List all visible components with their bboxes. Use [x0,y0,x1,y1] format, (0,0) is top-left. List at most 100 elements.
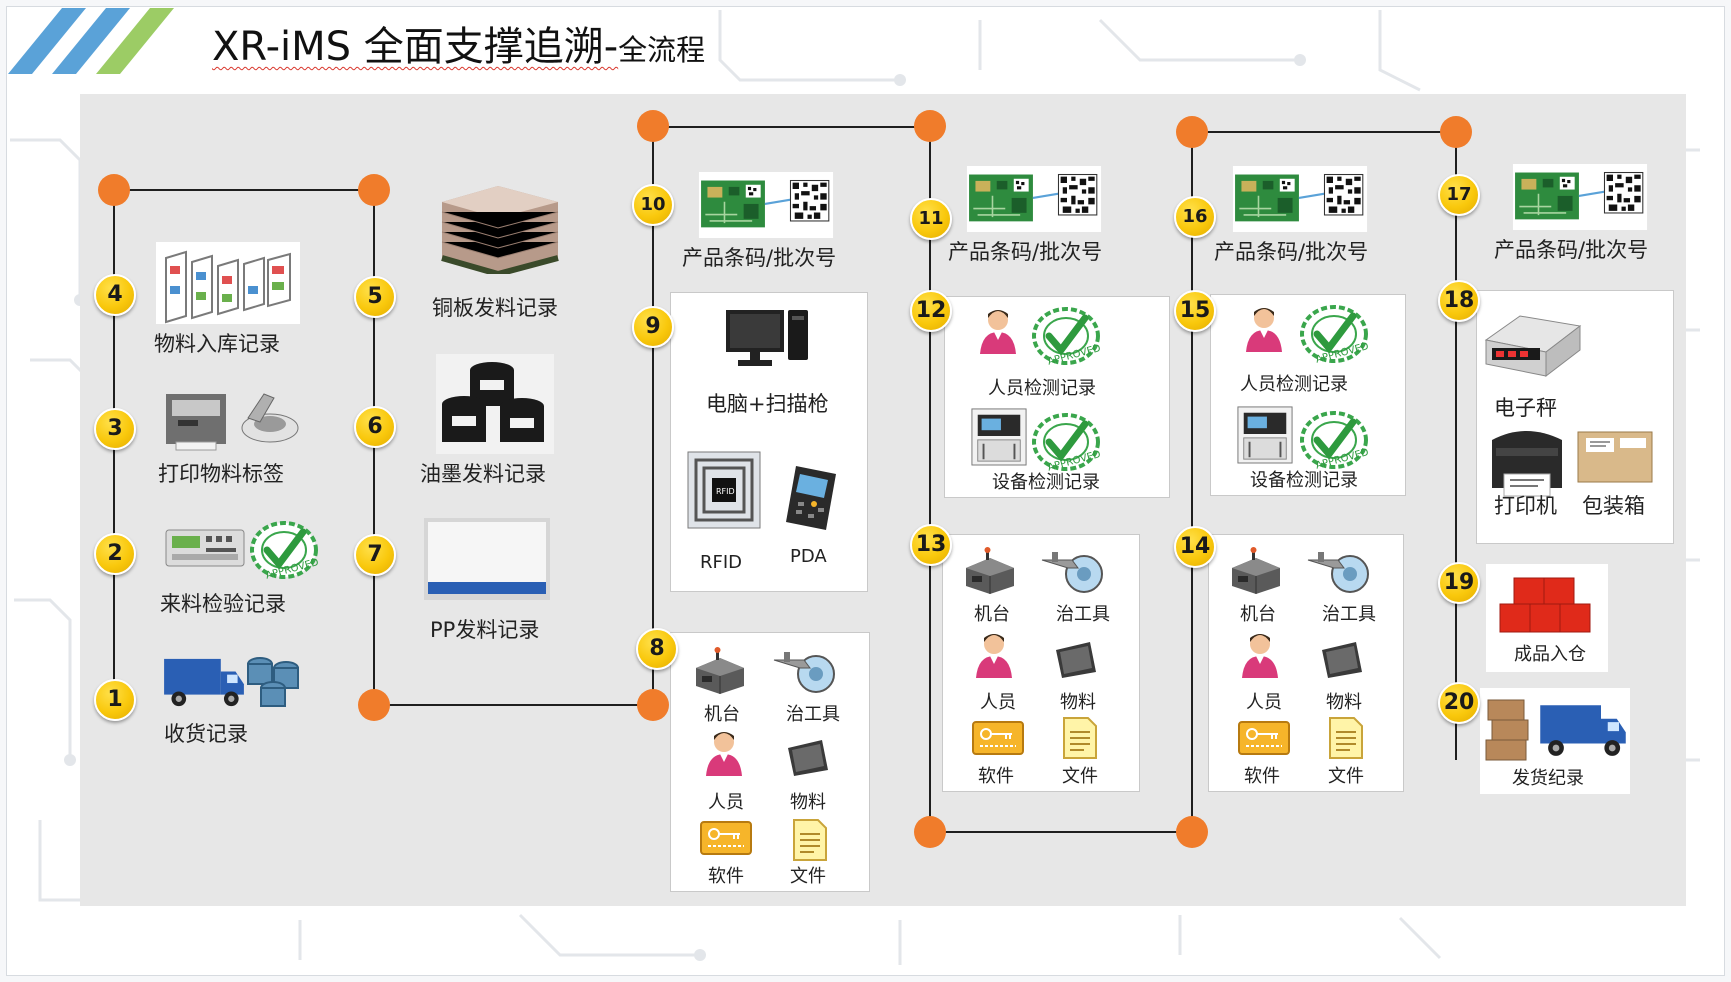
flow-node [637,110,669,142]
printer-label: 打印机 [1494,494,1557,518]
pp-sheet-icon [424,518,550,600]
software-key-icon [700,820,752,856]
ink-cans-icon [436,354,554,454]
step-badge-19: 19 [1438,562,1480,604]
finished-storage-label: 成品入仓 [1514,644,1586,665]
step-badge-3: 3 [94,408,136,450]
step-badge-18: 18 [1438,280,1480,322]
approved-stamp-icon [1298,410,1370,470]
flow-node [358,689,390,721]
step-badge-8: 8 [636,628,678,670]
incoming-inspection-label: 来料检验记录 [160,592,286,616]
document-icon [790,818,830,862]
flow-node [1176,116,1208,148]
step-badge-20: 20 [1438,682,1480,724]
machine-label: 机台 [974,604,1010,625]
machine-icon [1226,546,1286,596]
fixture-label: 治工具 [786,704,840,725]
step-badge-16: 16 [1174,196,1216,238]
approved-stamp-icon [246,520,322,580]
document-label: 文件 [1328,766,1364,787]
pc-scanner-label: 电脑+扫描枪 [706,392,829,416]
machine-label: 机台 [704,704,740,725]
machine-label: 机台 [1240,604,1276,625]
document-label: 文件 [1062,766,1098,787]
title-stripes-decoration [8,8,174,74]
ink-issue-label: 油墨发料记录 [420,462,546,486]
label-printer-icon [166,394,226,451]
person-label: 人员 [980,692,1016,713]
barrels-icon [247,657,299,707]
person-icon [976,306,1020,356]
software-key-icon [1238,720,1290,756]
step-badge-14: 14 [1174,526,1216,568]
fixture-label: 治工具 [1056,604,1110,625]
person-icon [1242,304,1286,354]
rfid-label: RFID [700,552,743,573]
shipping-image [1480,688,1630,794]
fixture-label: 治工具 [1322,604,1376,625]
pda-icon [786,466,836,530]
machine-icon [690,646,750,696]
equipment-inspection-label-12: 设备检测记录 [992,472,1100,493]
tape-roll-icon [241,393,299,443]
barcode-label-10: 产品条码/批次号 [682,246,837,270]
flow-node [1440,116,1472,148]
step-badge-9: 9 [632,306,674,348]
material-label: 物料 [1060,692,1096,713]
scale-icon [1484,315,1582,378]
boxes-stack-icon [1485,699,1529,761]
step-badge-4: 4 [94,274,136,316]
material-label: 物料 [790,792,826,813]
material-chip-icon [1316,636,1366,682]
person-icon [972,630,1016,680]
material-chip-icon [782,734,832,780]
document-label: 文件 [790,866,826,887]
printer-icon [1492,431,1562,497]
fixture-icon [1038,546,1108,596]
person-inspection-label-15: 人员检测记录 [1240,374,1348,395]
material-label: 物料 [1326,692,1362,713]
truck-icon [162,654,246,710]
document-icon [1060,716,1100,760]
receiving-label: 收货记录 [164,722,248,746]
flow-node [637,689,669,721]
flow-node [914,816,946,848]
flow-node [914,110,946,142]
barcode-label-16: 产品条码/批次号 [1214,240,1369,264]
person-label: 人员 [708,792,744,813]
pda-label: PDA [790,546,827,567]
computer-scanner-icon [726,310,808,366]
step-badge-10: 10 [632,184,674,226]
flow-node [98,174,130,206]
software-label: 软件 [978,766,1014,787]
material-storage-label: 物料入库记录 [154,332,280,356]
person-inspection-label-12: 人员检测记录 [988,378,1096,399]
step-badge-11: 11 [910,198,952,240]
packing-box-label: 包装箱 [1582,494,1645,518]
box-icon [1577,431,1653,483]
title-main: XR-iMS 全面支撑追溯- [212,24,619,70]
truck-icon [1538,700,1628,760]
title-sub: 全流程 [618,33,706,67]
pcb-barcode-icon [1510,164,1650,230]
page-title: XR-iMS 全面支撑追溯-全流程 [212,14,705,72]
software-label: 软件 [1244,766,1280,787]
fixture-icon [770,646,840,696]
barcode-label-17: 产品条码/批次号 [1494,238,1649,262]
step-badge-12: 12 [910,290,952,332]
step-badge-1: 1 [94,679,136,721]
finished-storage-image [1486,564,1608,672]
shipping-label: 发货纪录 [1512,768,1584,789]
svg-text:RFID: RFID [716,487,735,496]
step-badge-6: 6 [354,406,396,448]
software-label: 软件 [708,866,744,887]
approved-stamp-icon [1298,304,1370,364]
warehouse-shelf-icon [156,242,300,324]
machine-icon [960,546,1020,596]
scale-label: 电子秤 [1494,396,1557,420]
material-chip-icon [1050,636,1100,682]
equipment-inspection-label-15: 设备检测记录 [1250,470,1358,491]
step-badge-2: 2 [94,533,136,575]
copper-plates-icon [441,186,559,274]
